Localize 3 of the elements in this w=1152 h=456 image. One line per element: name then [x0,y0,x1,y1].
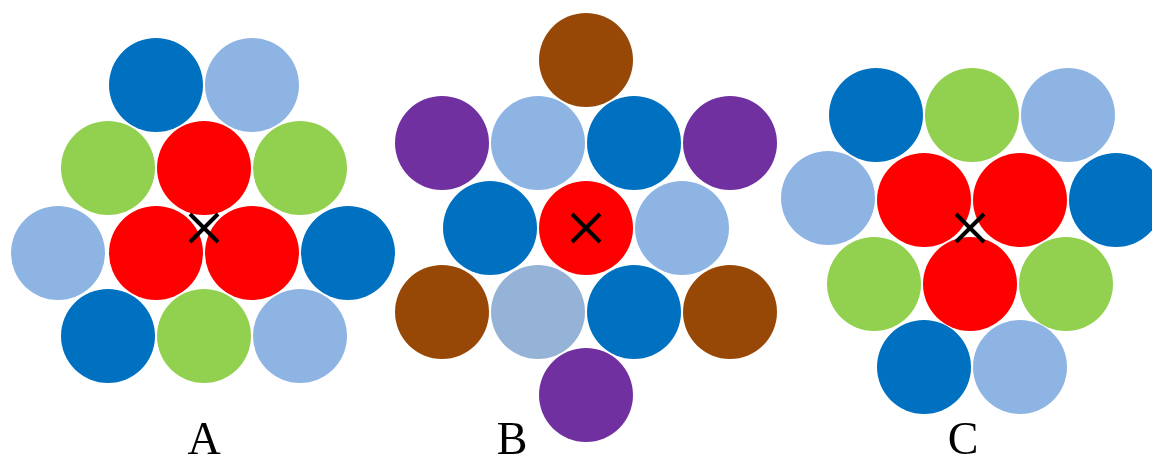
panel-label: A [187,416,221,456]
panel-label: C [947,416,979,456]
panel-label: B [496,416,528,456]
